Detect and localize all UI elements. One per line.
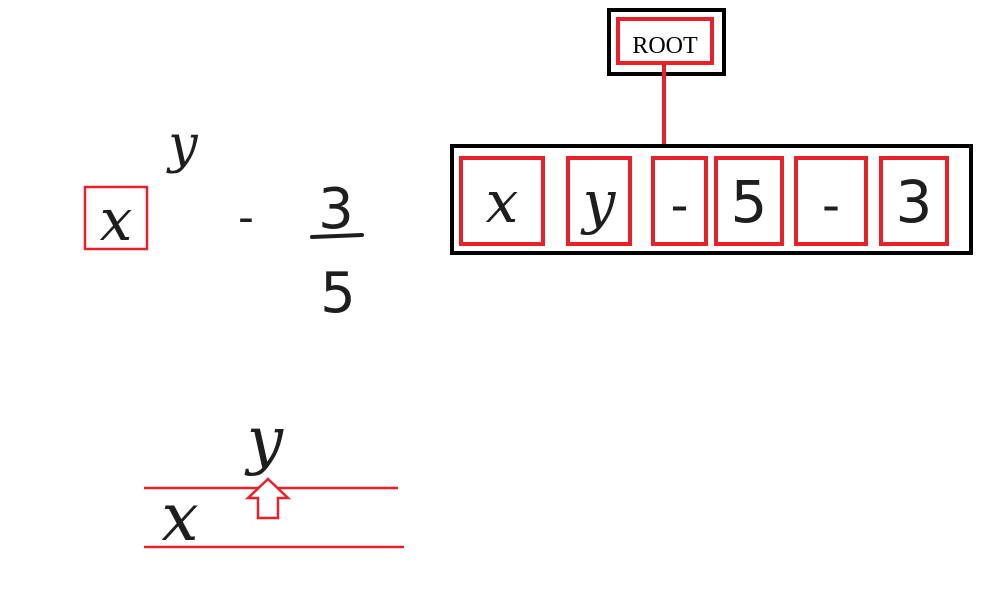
symbol-cell-box <box>459 156 545 246</box>
symbol-cell-label: - <box>670 176 688 234</box>
symbol-cell-label: - <box>822 176 840 234</box>
baseline-base-x: x <box>161 479 198 556</box>
symbol-cell-box <box>714 156 784 246</box>
symbol-cell-box <box>879 156 949 246</box>
symbol-highlight-box <box>83 185 149 251</box>
baseline-illustration: y x <box>144 404 404 556</box>
symbol-cell: - <box>794 156 868 246</box>
symbol-cell-box <box>566 156 632 246</box>
symbol-cell-box <box>794 156 868 246</box>
expression-minus-operator: - <box>238 192 254 243</box>
fraction-bar <box>310 233 364 239</box>
symbol-cell: 3 <box>879 156 949 246</box>
symbol-cell-box <box>651 156 708 246</box>
symbol-cell-label: 3 <box>896 168 933 236</box>
fraction-numerator: 3 <box>318 177 354 242</box>
expression-base-x: x <box>100 186 133 254</box>
up-arrow-icon <box>244 477 292 520</box>
symbol-sequence-frame <box>450 144 973 255</box>
fraction-denominator: 5 <box>320 261 356 326</box>
root-label: ROOT <box>632 33 698 59</box>
symbol-cell: x <box>459 156 545 246</box>
symbol-cell-label: x <box>486 168 519 236</box>
symbol-cell: y <box>566 156 632 246</box>
expression-superscript-y: y <box>166 115 198 175</box>
symbol-cell: 5 <box>714 156 784 246</box>
symbol-cell: - <box>651 156 708 246</box>
symbol-cell-label: y <box>580 168 617 236</box>
handwritten-expression: x y - 3 5 <box>83 115 364 326</box>
symbol-cell-label: 5 <box>731 168 768 236</box>
baseline-superscript-y: y <box>244 404 284 478</box>
root-node-frame <box>607 8 726 76</box>
